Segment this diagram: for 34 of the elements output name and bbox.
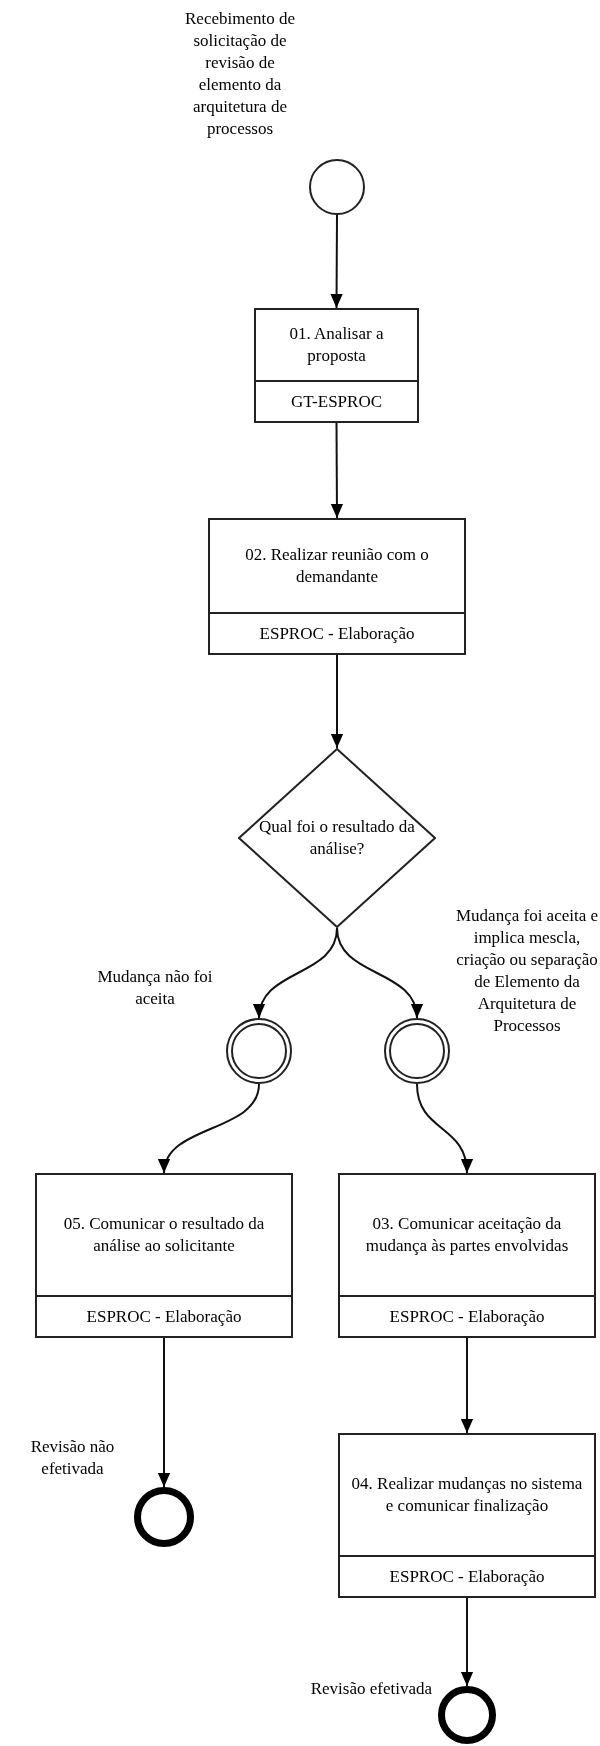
- task-label: 02. Realizar reunião com o demandante: [244, 544, 430, 588]
- task-box: [35, 1173, 293, 1338]
- event-label: Mudança não foi aceita: [96, 966, 214, 1010]
- role-label: GT-ESPROC: [291, 390, 382, 413]
- role-label: ESPROC - Elaboração: [86, 1305, 242, 1328]
- arrow: [330, 214, 343, 309]
- arrow: [160, 1083, 260, 1174]
- event-label: Revisão não efetivada: [29, 1436, 116, 1480]
- arrow: [157, 1337, 171, 1488]
- task-box: [338, 1173, 596, 1338]
- task-label: 05. Comunicar o resultado da análise ao solicitante: [62, 1213, 266, 1257]
- arrow: [460, 1597, 474, 1687]
- event-label: Revisão efetivada: [309, 1678, 432, 1700]
- arrow: [330, 654, 344, 749]
- task-label: 01. Analisar a proposta: [288, 323, 385, 367]
- task-label: 03. Comunicar aceitação da mudança às partes envolvidas: [364, 1213, 570, 1257]
- event-label: Recebimento de solicitação de revisão de elemento da arquitetura de processos: [184, 8, 296, 140]
- task-box: [338, 1433, 596, 1598]
- arrow: [330, 422, 344, 519]
- decision-diamond: [238, 748, 436, 928]
- task-box: [254, 308, 419, 423]
- start-event-circle: [309, 159, 365, 215]
- role-label: ESPROC - Elaboração: [389, 1565, 545, 1588]
- role-label: ESPROC - Elaboração: [259, 622, 415, 645]
- role-label: ESPROC - Elaboração: [389, 1305, 545, 1328]
- arrow: [336, 927, 422, 1019]
- arrow: [460, 1337, 474, 1434]
- decision-label: Qual foi o resultado da análise?: [258, 816, 416, 860]
- task-label: 04. Realizar mudanças no sistema e comunicar finalização: [350, 1473, 584, 1517]
- event-label: Mudança foi aceita e implica mescla, criação ou separação de Elemento da Arquitetura de Processos: [454, 905, 600, 1037]
- task-box: [208, 518, 466, 655]
- end-event-circle: [134, 1487, 194, 1547]
- end-event-circle: [438, 1686, 496, 1744]
- arrow: [416, 1083, 472, 1174]
